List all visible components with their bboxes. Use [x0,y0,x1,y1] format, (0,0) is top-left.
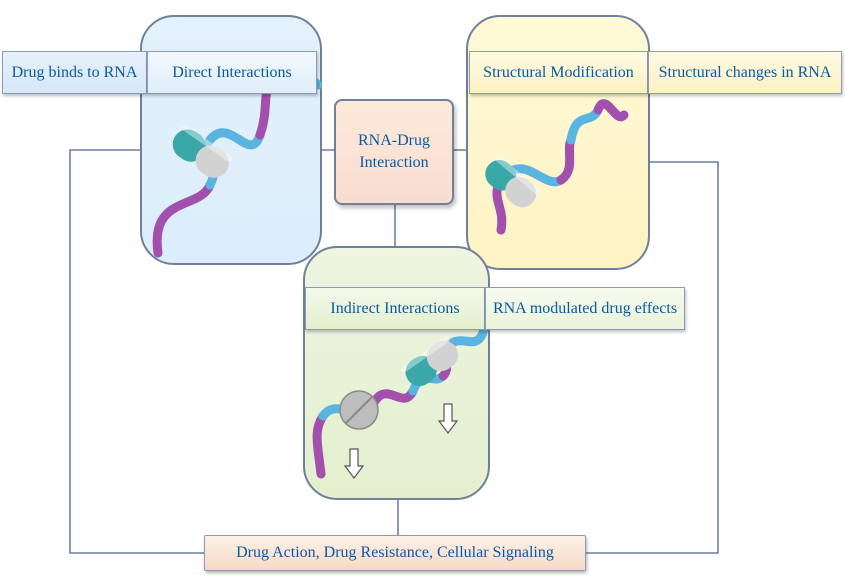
drug-binds-label: Drug binds to RNA [2,51,147,94]
direct-interactions-label: Direct Interactions [147,51,317,94]
structural-changes-label: Structural changes in RNA [648,51,842,94]
indirect-panel-art [312,321,490,479]
center-label-line2: Interaction [359,154,429,171]
down-arrow-icon [343,448,365,479]
rna-modulated-label: RNA modulated drug effects [485,287,685,330]
connector-left [69,149,205,554]
down-arrow-icon [437,403,459,434]
connector-right [585,161,719,554]
structural-modification-label: Structural Modification [469,51,648,94]
direct-panel-art [152,56,322,258]
rna-strand-icon [492,99,629,235]
outcomes-box: Drug Action, Drug Resistance, Cellular S… [204,535,586,571]
indirect-interactions-label: Indirect Interactions [305,287,485,330]
capsule-icon [172,124,233,178]
capsule-icon [485,155,541,208]
center-label-line1: RNA-Drug [358,132,430,149]
capsule-icon [401,336,459,387]
structural-panel-art [485,99,629,235]
rna-drug-interaction-box: RNA-Drug Interaction [334,99,454,205]
tablet-icon [339,390,379,430]
